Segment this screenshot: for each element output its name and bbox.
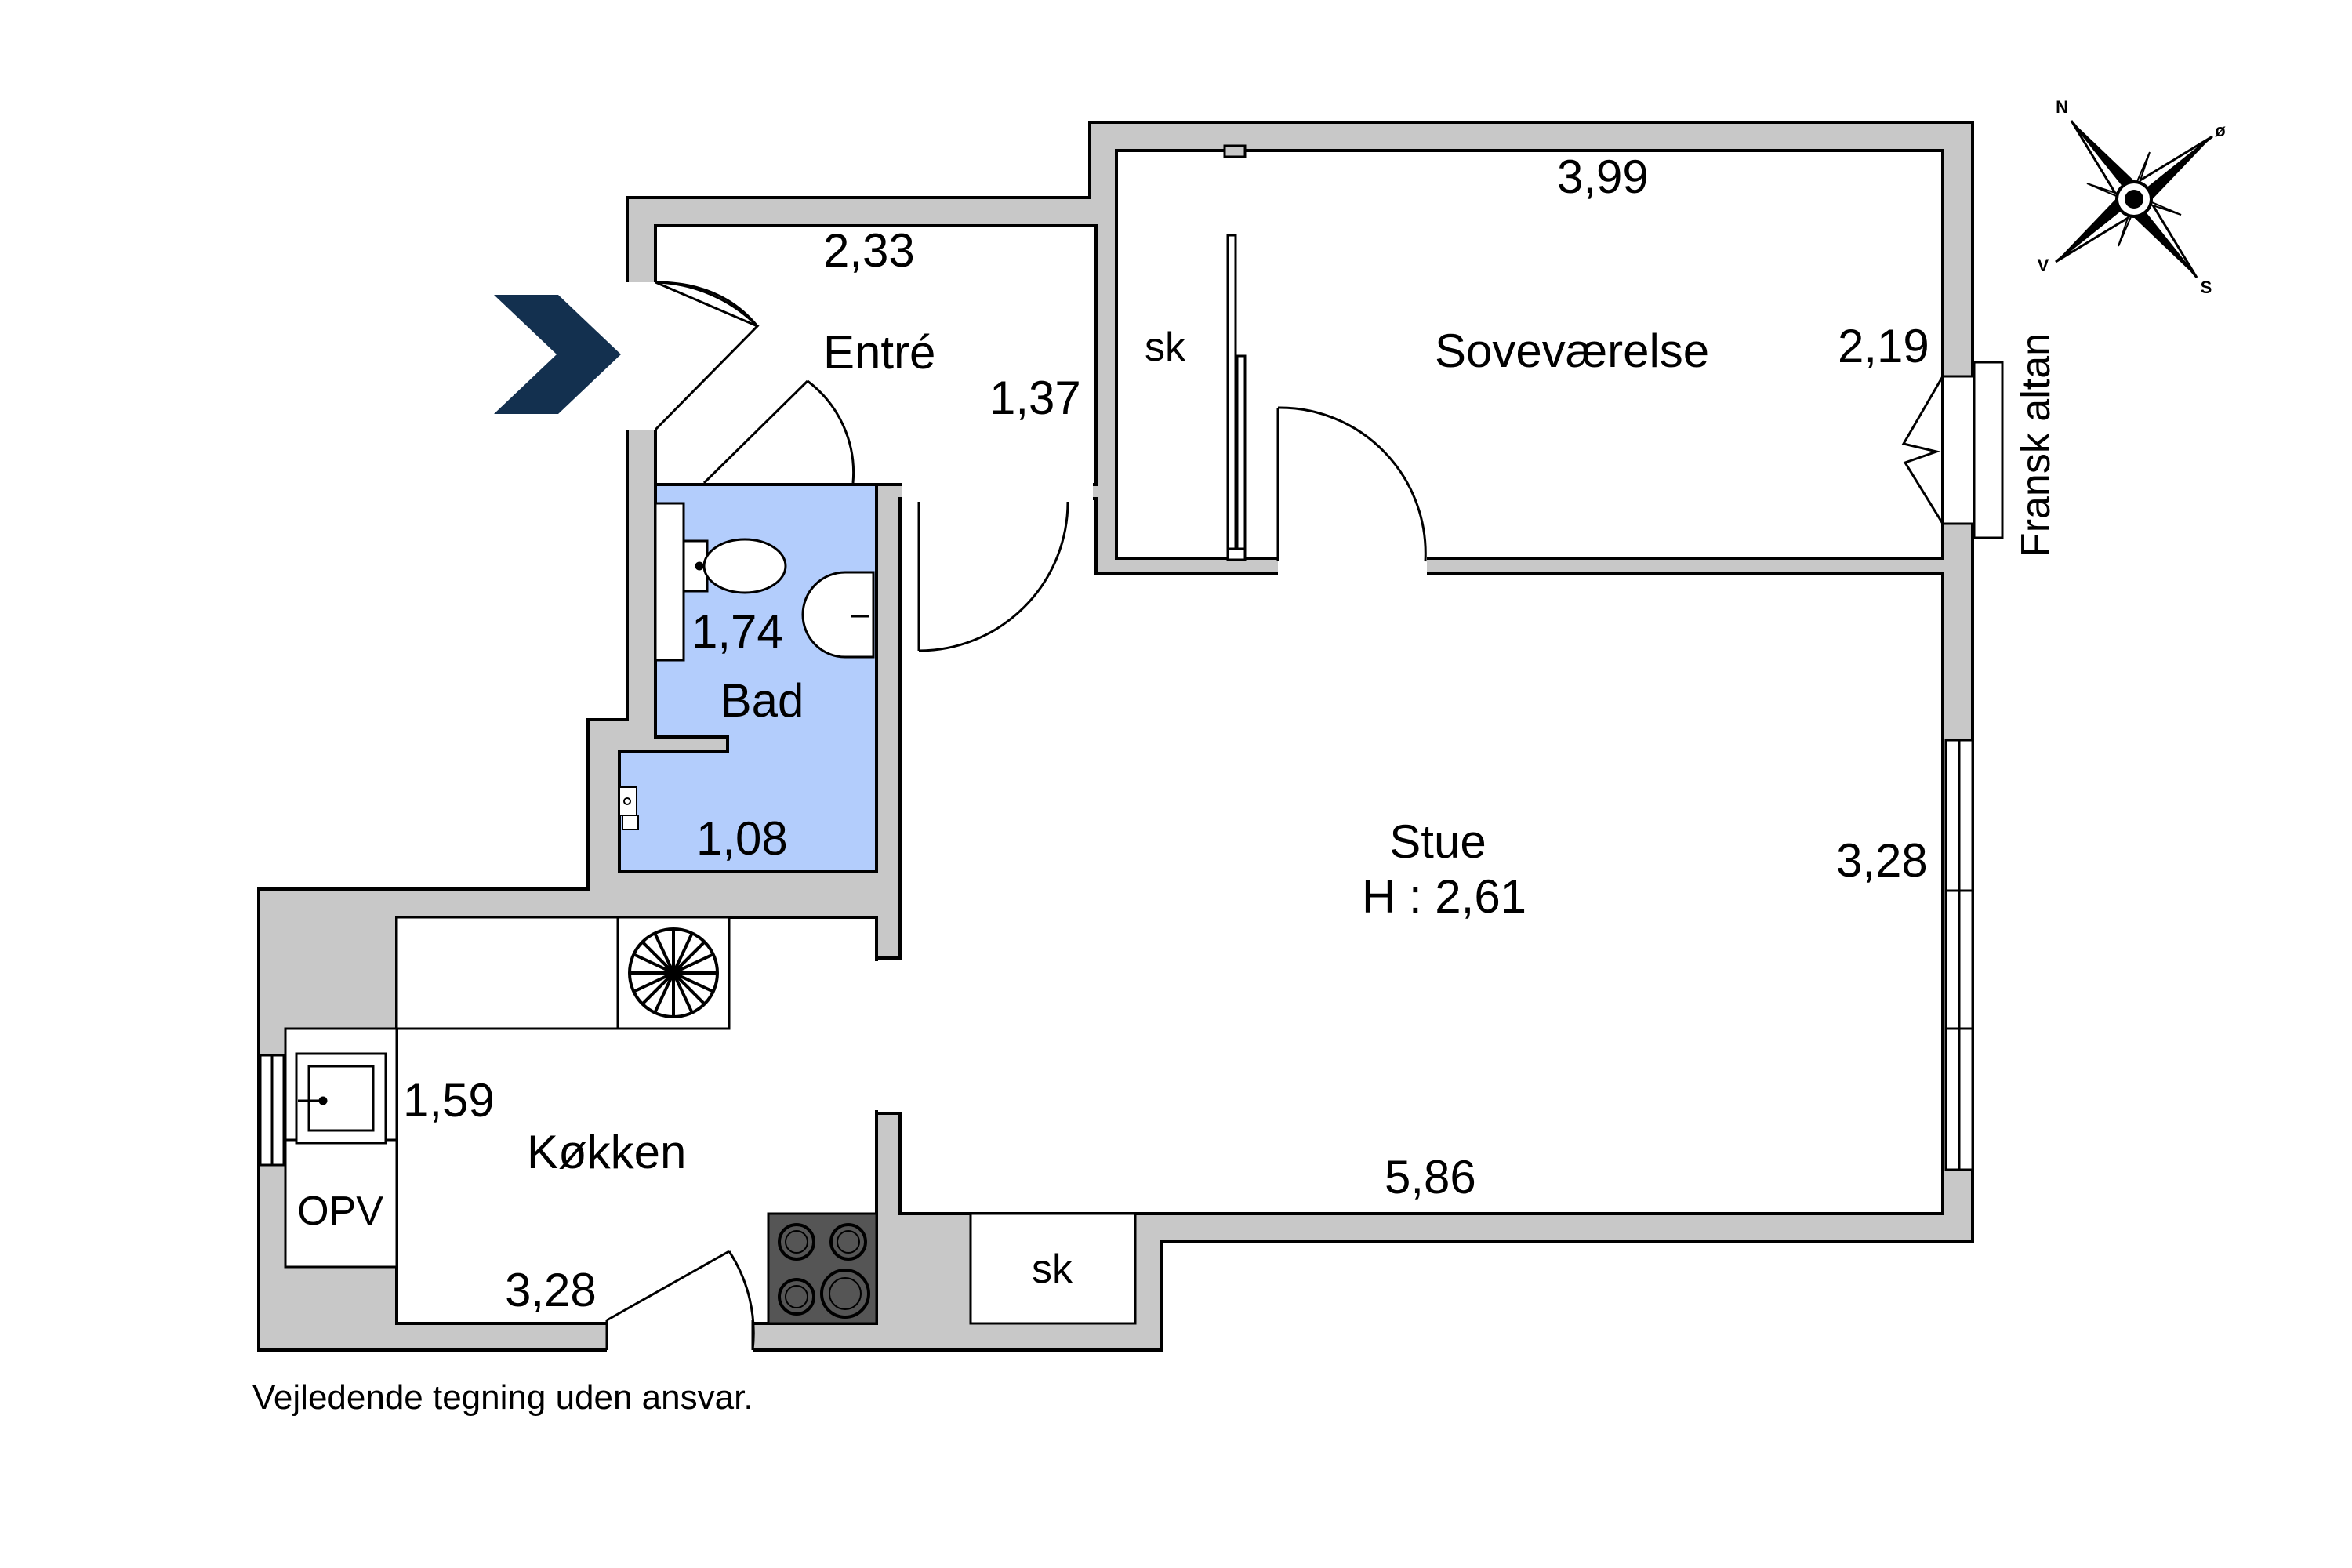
room-height-stue: H : 2,61 <box>1362 870 1526 923</box>
hall-living-door <box>917 501 1069 652</box>
bedroom-living-opening <box>1278 554 1427 577</box>
fan-icon <box>628 927 719 1018</box>
bedroom-door <box>1276 406 1427 562</box>
bath-door <box>702 379 855 485</box>
sink-icon <box>801 571 875 659</box>
compass-rose-icon: N ø S V <box>2038 97 2227 297</box>
dim-bad-width: 1,74 <box>691 605 783 658</box>
compass-west: V <box>2038 256 2049 275</box>
room-label-sovevaerelse: Soveværelse <box>1435 325 1709 377</box>
closet-label-bedroom: sk <box>1145 325 1186 370</box>
dim-kokken-width: 3,28 <box>505 1264 597 1316</box>
shower-icon <box>619 786 639 830</box>
room-label-kokken: Køkken <box>527 1126 686 1178</box>
dim-stue-depth: 3,28 <box>1836 834 1928 887</box>
closet-label-living: sk <box>1032 1247 1073 1292</box>
living-windows <box>1944 739 1974 1171</box>
dim-entre-width: 2,33 <box>823 224 915 277</box>
room-label-bad: Bad <box>720 674 804 727</box>
toilet-icon <box>682 538 787 594</box>
bedroom-wardrobe <box>1226 234 1247 561</box>
kitchen-window <box>259 1054 285 1167</box>
compass-east: ø <box>2215 121 2226 140</box>
dim-bad-depth: 1,08 <box>696 812 788 865</box>
doors <box>605 281 1427 1352</box>
compass-south: S <box>2201 278 2212 297</box>
bedroom-wall-notch <box>1223 144 1247 158</box>
utility-label: OPV <box>297 1189 383 1234</box>
compass-north: N <box>2056 97 2068 117</box>
dim-sove-width: 3,99 <box>1557 151 1649 203</box>
living-kitchen-floor <box>875 497 1944 1215</box>
disclaimer-text: Vejledende tegning uden ansvar. <box>252 1378 753 1417</box>
living-closet <box>969 1212 1137 1325</box>
room-label-stue: Stue <box>1389 815 1486 868</box>
bath-partition <box>654 502 685 662</box>
dim-kokken-depth: 1,59 <box>403 1074 495 1127</box>
dim-sove-depth: 2,19 <box>1838 320 1929 372</box>
dim-stue-width: 5,86 <box>1385 1151 1476 1203</box>
entrance-arrow-icon <box>494 295 621 414</box>
balcony-label: Fransk altan <box>2013 333 2059 557</box>
kitchen-sink-icon <box>295 1052 387 1145</box>
french-balcony <box>1901 361 2004 539</box>
kitchen-opening <box>875 961 903 1110</box>
room-label-entre: Entré <box>823 326 935 379</box>
stove-icon <box>767 1212 878 1325</box>
bedroom-floor <box>1115 149 1944 560</box>
dim-entre-depth: 1,37 <box>989 372 1081 424</box>
